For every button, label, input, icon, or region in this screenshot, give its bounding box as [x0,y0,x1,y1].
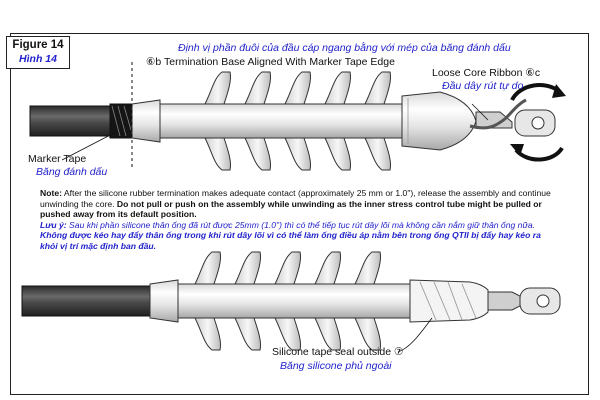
silicone-tape-seal [409,279,489,323]
seal-label-vi: Băng silicone phủ ngoài [280,360,392,372]
bottom-cable-assembly [21,251,561,353]
top-sheds [204,71,391,171]
base-callout: ⑥b Termination Base Aligned With Marker … [146,56,395,68]
seal-callout: Silicone tape seal outside ⑦ [272,346,403,358]
shed [314,317,341,351]
shed [244,71,271,105]
shed [314,251,341,285]
shed [204,71,231,105]
shed [354,251,381,285]
shed [354,317,381,351]
ribbon-marker: ⑥c [525,67,541,79]
ribbon-label-vi: Đầu dây rút tự do [442,80,524,92]
top-termination-body [131,103,425,139]
marker-tape-label: Marker Tape [28,153,87,165]
bottom-lug-stem [487,291,521,311]
note-warning: Do not pull or push on the assembly whil… [40,198,542,220]
marker-tape-label-vi: Băng đánh dấu [36,166,108,178]
ribbon-label: Loose Core Ribbon [432,67,523,79]
note-vi: Lưu ý: Sau khi phần silicone thân ống đã… [40,220,560,252]
rotation-arrow-bottom [514,146,564,162]
base-label: Termination Base Aligned With Marker Tap… [164,56,395,68]
shed [244,137,271,171]
shed [274,251,301,285]
note-vi-warning: Không được kéo hay đẩy thân ống trong kh… [40,230,541,251]
shed [194,251,221,285]
shed [324,71,351,105]
note-en: Note: After the silicone rubber terminat… [40,188,560,220]
figure-frame [10,33,589,395]
loose-core-ribbon [469,98,527,130]
shed [194,317,221,351]
shed [234,251,261,285]
heading-vi: Định vị phần đuôi của đầu cáp ngang bằng… [178,42,511,54]
figure-label-en: Figure 14 [12,39,64,51]
shed [364,137,391,171]
figure-label-vi: Hình 14 [19,53,57,65]
shed [284,71,311,105]
top-cable-assembly [29,62,566,171]
shed [364,71,391,105]
bottom-termination-body [149,283,421,319]
note-prefix: Note: [40,188,62,198]
bottom-sheds [194,251,381,351]
note-block: Note: After the silicone rubber terminat… [40,188,560,252]
shed [204,137,231,171]
shed [274,317,301,351]
note-vi-prefix: Lưu ý: [40,219,67,230]
bottom-cable [21,285,153,317]
base-marker: ⑥b [146,56,162,68]
figure-label-box: Figure 14 Hình 14 [6,36,70,69]
ribbon-callout: Loose Core Ribbon ⑥c [432,67,540,79]
shed [324,137,351,171]
seal-marker: ⑦ [394,346,404,358]
note-vi-text: Sau khi phần silicone thân ống đã rút đư… [66,219,536,230]
seal-label: Silicone tape seal outside [272,346,392,358]
shed [284,137,311,171]
shed [234,317,261,351]
top-cable [29,105,111,137]
top-end-cap [401,91,477,151]
note-text: After the silicone rubber termination ma… [40,188,551,209]
